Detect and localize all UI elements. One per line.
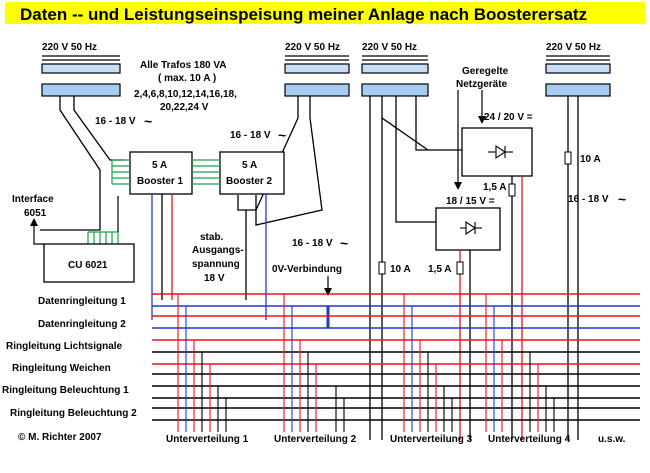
copyright: © M. Richter 2007 <box>18 432 102 443</box>
psu-voltage-lower: 18 / 15 V = <box>446 196 495 207</box>
booster-outputs <box>151 194 267 320</box>
usw-label: u.s.w. <box>598 434 626 445</box>
sub-label-2: Unterverteilung 2 <box>274 434 357 445</box>
booster-1 <box>129 151 193 195</box>
booster-2 <box>219 151 285 195</box>
interface-link <box>33 224 44 245</box>
fuse-label-10a-middle: 10 A <box>390 264 411 275</box>
fuse-10a-right <box>564 151 572 165</box>
booster-2-label: Booster 2 <box>226 176 273 187</box>
sub-label-1: Unterverteilung 1 <box>166 434 249 445</box>
voltage-tilde-4: ~ <box>618 191 626 207</box>
voltage-label-2: 16 - 18 V <box>230 130 271 141</box>
zero-volt-label: 0V-Verbindung <box>272 264 342 275</box>
stab-2: Ausgangs- <box>192 245 244 256</box>
trafo-note-1: Alle Trafos 180 VA <box>140 60 227 71</box>
trafo-note-4: 20,22,24 V <box>160 102 209 113</box>
fuse-label-1-5a-upper: 1,5 A <box>483 182 507 193</box>
rails <box>152 293 640 421</box>
trafo-note-2: ( max. 10 A ) <box>158 73 216 84</box>
trafo-1 <box>41 55 121 97</box>
cu-6021 <box>43 243 135 283</box>
voltage-label-4: 16 - 18 V <box>568 194 609 205</box>
psu-upper <box>461 127 533 177</box>
trafo2-secondary <box>237 96 323 226</box>
trafo4-feed <box>567 96 579 440</box>
rail-label-data-2: Datenringleitung 2 <box>38 319 126 330</box>
fuse-label-1-5a-lower: 1,5 A <box>428 264 452 275</box>
voltage-tilde-2: ~ <box>278 127 286 143</box>
rail-label-points: Ringleitung Weichen <box>12 363 111 374</box>
rail-label-data-1: Datenringleitung 1 <box>38 296 126 307</box>
psu-heading-1: Geregelte <box>462 66 509 77</box>
page-title: Daten -- und Leistungseinspeisung meiner… <box>20 5 587 24</box>
psu-arrow-upper-head <box>478 116 486 124</box>
booster-1-label: Booster 1 <box>137 176 184 187</box>
voltage-tilde-3: ~ <box>340 235 348 251</box>
rail-label-light: Ringleitung Lichtsignale <box>6 341 123 352</box>
sub-distribution-drops <box>177 294 555 432</box>
psu-voltage-upper: 24 / 20 V = <box>484 112 533 123</box>
rail-label-lighting-2: Ringleitung Beleuchtung 2 <box>10 408 137 419</box>
trafo-note-3: 2,4,6,8,10,12,14,16,18, <box>134 89 237 100</box>
fuse-10a-middle <box>378 261 386 275</box>
psu-lower <box>435 207 501 251</box>
interface-arrow <box>30 218 38 226</box>
sub-label-3: Unterverteilung 3 <box>390 434 473 445</box>
mains-label-2: 220 V 50 Hz <box>285 42 340 53</box>
trafo-4 <box>545 55 611 97</box>
mains-label-3: 220 V 50 Hz <box>362 42 417 53</box>
booster-bus-connectors <box>87 159 220 244</box>
interface-label: Interface <box>12 194 54 205</box>
interface-number: 6051 <box>24 208 47 219</box>
mains-label-1: 220 V 50 Hz <box>42 42 97 53</box>
fuse-1-5a-lower <box>456 261 464 275</box>
diode-symbol-lower <box>460 220 482 236</box>
fuse-1-5a-upper <box>508 183 516 197</box>
stab-1: stab. <box>200 232 224 243</box>
rail-label-lighting-1: Ringleitung Beleuchtung 1 <box>2 385 129 396</box>
trafo-2 <box>284 55 350 97</box>
voltage-label-3: 16 - 18 V <box>292 238 333 249</box>
psu-arrow-lower-head <box>454 182 462 190</box>
voltage-label-1: 16 - 18 V <box>95 116 136 127</box>
trafo-3 <box>361 55 429 97</box>
sub-label-4: Unterverteilung 4 <box>488 434 571 445</box>
voltage-tilde-1: ~ <box>144 113 152 129</box>
title-background <box>5 2 645 24</box>
cu-label: CU 6021 <box>68 260 108 271</box>
booster-2-current: 5 A <box>242 160 257 171</box>
stab-3: spannung <box>192 259 240 270</box>
diode-symbol-upper <box>488 144 513 160</box>
psu-heading-2: Netzgeräte <box>456 79 508 90</box>
fuse-label-10a-right: 10 A <box>580 154 601 165</box>
zero-volt-arrow-head <box>324 288 332 296</box>
stab-4: 18 V <box>204 273 225 284</box>
mains-label-4: 220 V 50 Hz <box>546 42 601 53</box>
booster-1-current: 5 A <box>152 160 167 171</box>
